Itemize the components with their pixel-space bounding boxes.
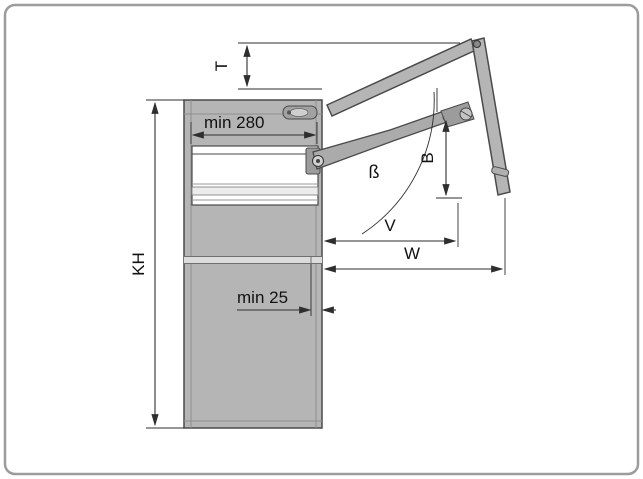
bracket-screw [287,110,291,115]
label-b: B [418,152,437,163]
dim-b: B [418,119,462,199]
label-t: T [212,61,231,71]
dim-t: T [212,42,460,90]
bifold-door-open [326,37,511,196]
cabinet [183,99,323,429]
label-kh: KH [129,252,148,276]
lift-mechanism [191,145,319,206]
door-upper-panel [326,38,477,117]
dim-kh: KH [129,99,184,429]
angle-arc [361,91,435,235]
label-min-280: min 280 [204,113,264,132]
front-bracket [282,105,318,120]
mechanism-bar [191,186,319,196]
door-hinge [473,40,481,48]
opening-angle: ß [361,88,438,235]
label-w: W [404,244,420,263]
label-v: V [384,216,396,235]
dim-w: W [323,198,506,275]
dim-min-280: min 280 [190,113,318,144]
dim-v: V [323,203,459,247]
mechanism-housing [191,145,319,206]
label-min-25: min 25 [237,288,288,307]
bracket-roller [289,108,309,117]
dim-min-25: min 25 [237,264,336,316]
label-beta: ß [369,162,380,182]
screw-slot [460,110,472,118]
arm-pivot-pin [316,159,320,163]
shelf-band [184,256,322,264]
door-lower-panel [471,37,511,196]
shelf-divider [184,256,322,264]
door-pin [491,166,510,177]
image-border [3,3,640,476]
